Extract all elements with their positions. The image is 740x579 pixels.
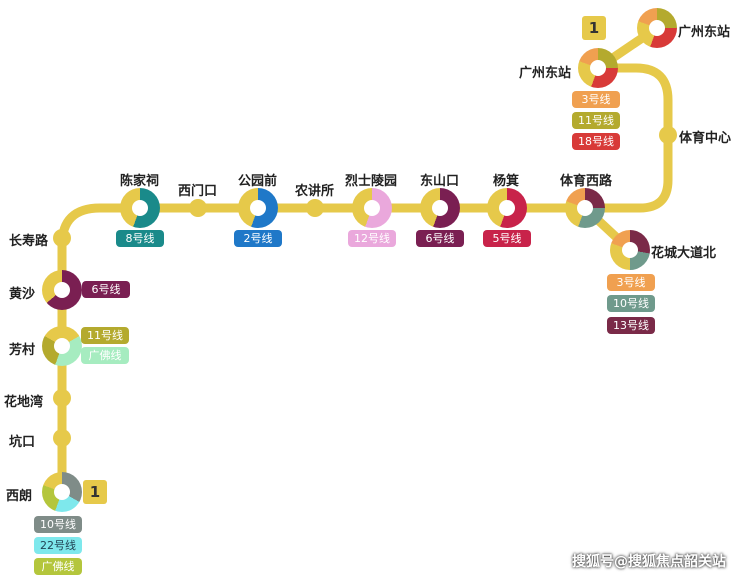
- station-label: 坑口: [9, 435, 36, 450]
- station-kengkou[interactable]: [53, 429, 71, 447]
- station-huangsha[interactable]: [42, 270, 82, 310]
- transfer-badge: 3号线: [607, 274, 655, 291]
- station-lieshilingyuan[interactable]: [352, 188, 392, 228]
- station-label: 公园前: [238, 174, 278, 189]
- station-label: 陈家祠: [120, 174, 160, 189]
- station-huachengdadaobei[interactable]: [610, 230, 650, 270]
- station-ximenkou[interactable]: [189, 199, 207, 217]
- station-guangzhoudong-top[interactable]: [637, 8, 677, 48]
- transfer-badge: 10号线: [34, 516, 82, 533]
- transfer-badge: 8号线: [116, 230, 164, 247]
- station-label: 烈士陵园: [345, 174, 398, 189]
- station-fangcun[interactable]: [42, 326, 82, 366]
- transfer-badge: 5号线: [483, 230, 531, 247]
- transfer-badge: 22号线: [34, 537, 82, 554]
- station-label: 花城大道北: [651, 246, 717, 261]
- station-label: 体育西路: [560, 174, 613, 189]
- station-label: 西朗: [6, 489, 33, 504]
- station-yangji[interactable]: [487, 188, 527, 228]
- station-huadiwan[interactable]: [53, 389, 71, 407]
- station-label: 体育中心: [679, 131, 732, 146]
- transfer-badge: 6号线: [82, 281, 130, 298]
- station-label: 西门口: [178, 184, 218, 199]
- station-label: 广州东站: [519, 66, 572, 81]
- transfer-badge: 3号线: [572, 91, 620, 108]
- transfer-badge: 10号线: [607, 295, 655, 312]
- station-label: 黄沙: [9, 287, 36, 302]
- station-label: 花地湾: [4, 395, 44, 410]
- station-label: 东山口: [420, 174, 460, 189]
- transfer-badge: 广佛线: [81, 347, 129, 364]
- station-gongyuanqian[interactable]: [238, 188, 278, 228]
- line-number-badge: 1: [582, 16, 606, 40]
- transfer-badge: 11号线: [572, 112, 620, 129]
- station-tiyuzhongxin[interactable]: [659, 126, 677, 144]
- station-xilang[interactable]: [42, 472, 82, 512]
- transfer-badge: 13号线: [607, 317, 655, 334]
- station-dongshankou[interactable]: [420, 188, 460, 228]
- station-chenjiaci[interactable]: [120, 188, 160, 228]
- transfer-badge: 6号线: [416, 230, 464, 247]
- station-label: 杨箕: [493, 174, 520, 189]
- station-label: 芳村: [9, 343, 36, 358]
- transfer-badge: 18号线: [572, 133, 620, 150]
- watermark: 搜狐号@搜狐焦点韶关站: [572, 554, 726, 570]
- transfer-badge: 2号线: [234, 230, 282, 247]
- station-label: 农讲所: [295, 184, 335, 199]
- transfer-badge: 12号线: [348, 230, 396, 247]
- line-number-badge: 1: [83, 480, 107, 504]
- transfer-badge: 广佛线: [34, 558, 82, 575]
- transfer-badge: 11号线: [81, 327, 129, 344]
- station-nongjiangsuo[interactable]: [306, 199, 324, 217]
- station-guangzhoudong[interactable]: [578, 48, 618, 88]
- station-changshoulu[interactable]: [53, 229, 71, 247]
- station-label: 广州东站: [678, 25, 731, 40]
- station-tiyuxilu[interactable]: [565, 188, 605, 228]
- station-label: 长寿路: [9, 234, 49, 249]
